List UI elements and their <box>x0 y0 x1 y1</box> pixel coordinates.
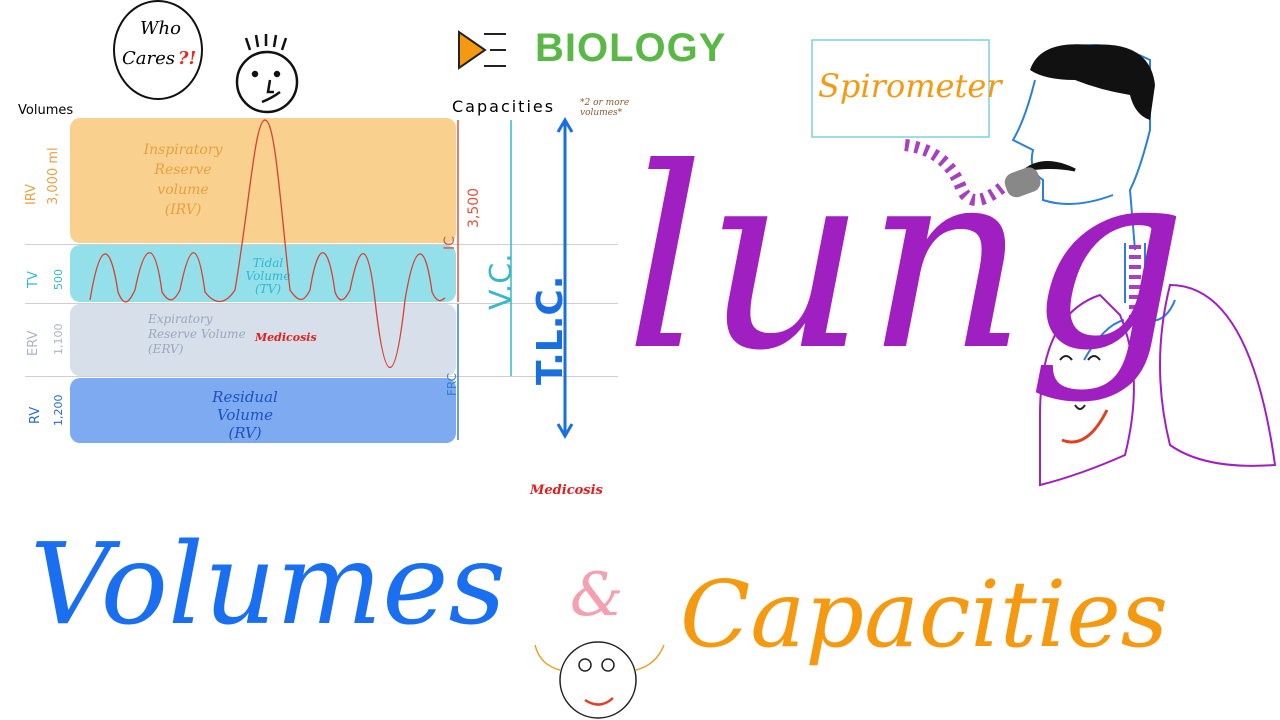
volumes-heading: Volumes <box>18 103 74 118</box>
shrug-face-icon <box>534 641 665 719</box>
capacities-heading: Capacities <box>452 97 556 116</box>
mouthpiece <box>1004 167 1041 198</box>
vc-label: V.C. <box>484 253 519 310</box>
medicosis-watermark-2: Medicosis <box>530 483 603 498</box>
spirometer-tube <box>904 139 1009 206</box>
title-volumes: Volumes <box>30 520 506 650</box>
band-erv <box>70 304 456 376</box>
medicosis-watermark: Medicosis <box>255 331 317 344</box>
title-capacities: Capacities <box>680 561 1168 668</box>
tv-label: Tidal Volume (TV) <box>245 256 291 296</box>
frc-label: FRC <box>445 372 459 396</box>
rv-label: Residual Volume (RV) <box>212 388 278 442</box>
divider <box>25 376 618 377</box>
spirometer-box <box>811 39 990 138</box>
ic-label: IC <box>442 236 458 250</box>
speech-bubble <box>113 0 203 100</box>
hair <box>1030 44 1155 120</box>
right-lung-icon <box>1159 283 1277 467</box>
breathing-trace <box>89 119 446 369</box>
divider <box>25 244 618 245</box>
erv-label: Expiratory Reserve Volume (ERV) <box>148 312 246 356</box>
lung-face <box>1059 355 1109 444</box>
bubble-text-who: Who <box>140 18 181 39</box>
stick-face-icon <box>235 34 299 114</box>
title-ampersand: & <box>570 560 624 630</box>
spirogram-svg <box>89 117 574 440</box>
ic-value: 3,500 <box>466 187 482 228</box>
irv-label: Inspiratory Reserve volume (IRV) <box>143 142 223 218</box>
bubble-text-cares: Cares <box>122 48 175 69</box>
spirometer-label: Spirometer <box>818 67 1002 105</box>
band-irv <box>70 118 456 243</box>
bubble-mark: ?! <box>178 48 197 69</box>
title-lung: lung <box>625 114 1188 405</box>
bubble-line-2: Cares ?! <box>122 48 196 69</box>
tlc-label: T.L.C. <box>530 275 571 385</box>
play-triangle-list-icon <box>458 30 506 70</box>
band-rv <box>70 378 456 443</box>
mustache <box>1024 161 1076 172</box>
capacities-note: *2 or more volumes* <box>580 98 630 118</box>
left-lung-icon <box>1039 293 1135 487</box>
divider <box>25 303 618 304</box>
brand-label: BIOLOGY <box>535 26 727 70</box>
